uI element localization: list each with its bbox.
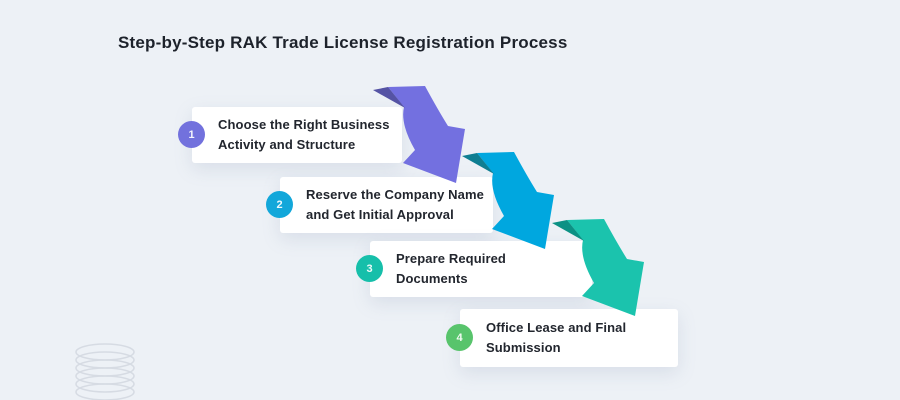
step-2-number-badge: 2: [266, 191, 293, 218]
page-title: Step-by-Step RAK Trade License Registrat…: [118, 33, 568, 52]
step-card-4: 4 Office Lease and Final Submission: [446, 309, 678, 367]
step-1-label-line1: Choose the Right Business: [218, 117, 390, 132]
flow-arrow-1-icon: [373, 86, 465, 183]
step-3-label-line1: Prepare Required: [396, 251, 506, 266]
step-1-number-badge: 1: [178, 121, 205, 148]
flow-arrow-2-fold: [462, 153, 494, 174]
step-4-label-line1: Office Lease and Final: [486, 320, 627, 335]
step-card-3: 3 Prepare Required Documents: [356, 241, 592, 297]
step-3-number-badge: 3: [356, 255, 383, 282]
flow-arrow-1-fold: [373, 87, 405, 108]
step-2-label: Reserve the Company Name and Get Initial…: [280, 185, 484, 225]
flow-arrow-3-fold: [552, 220, 584, 241]
step-1-label-line2: Activity and Structure: [218, 137, 356, 152]
step-3-label-line2: Documents: [396, 271, 468, 286]
flow-arrow-1-body: [388, 86, 465, 183]
flow-arrow-2-body: [477, 152, 554, 249]
step-4-label-line2: Submission: [486, 340, 561, 355]
step-1-label: Choose the Right Business Activity and S…: [192, 115, 390, 155]
step-3-label: Prepare Required Documents: [370, 249, 506, 289]
step-2-label-line1: Reserve the Company Name: [306, 187, 484, 202]
step-4-label: Office Lease and Final Submission: [460, 318, 626, 358]
flow-arrow-3-icon: [552, 219, 644, 316]
flow-arrow-2-icon: [462, 152, 554, 249]
coil-decoration-icon: [75, 343, 135, 400]
flow-arrow-3-body: [567, 219, 644, 316]
step-2-label-line2: and Get Initial Approval: [306, 207, 454, 222]
step-4-number-badge: 4: [446, 324, 473, 351]
coil-loops: [75, 343, 135, 400]
step-card-2: 2 Reserve the Company Name and Get Initi…: [266, 177, 493, 233]
step-card-1: 1 Choose the Right Business Activity and…: [178, 107, 402, 163]
